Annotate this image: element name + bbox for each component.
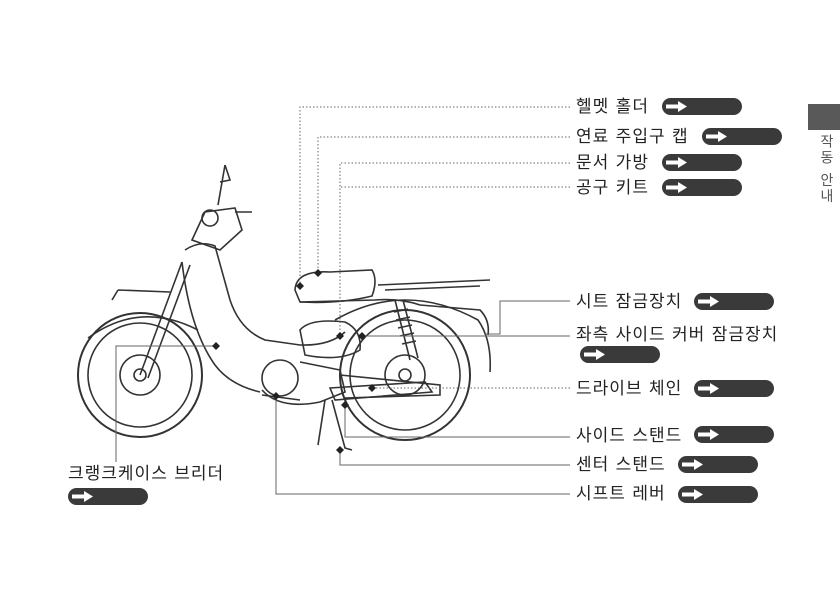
label-left-cover-lock: 좌측 사이드 커버 잠금장치 — [576, 325, 778, 345]
page-ref-crankcase-breather[interactable] — [68, 488, 148, 505]
label-helmet-holder: 헬멧 홀더 — [576, 97, 649, 117]
page-ref-center-stand[interactable] — [678, 456, 758, 473]
label-crankcase-breather: 크랭크케이스 브리더 — [68, 464, 224, 484]
arrow-right-icon — [705, 130, 729, 143]
label-fuel-cap: 연료 주입구 캡 — [576, 127, 689, 147]
page-ref-seat-lock[interactable] — [694, 293, 774, 310]
arrow-right-icon — [665, 156, 689, 169]
label-center-stand: 센터 스탠드 — [576, 455, 666, 475]
page-ref-left-cover-lock[interactable] — [580, 346, 660, 363]
label-drive-chain: 드라이브 체인 — [576, 379, 682, 399]
label-side-stand: 사이드 스탠드 — [576, 426, 682, 446]
section-tab-label: 작동 안내 — [810, 134, 836, 204]
page-ref-fuel-cap[interactable] — [702, 128, 782, 145]
arrow-right-icon — [665, 100, 689, 113]
page-ref-shift-lever[interactable] — [678, 486, 758, 503]
arrow-right-icon — [697, 382, 721, 395]
label-shift-lever: 시프트 레버 — [576, 484, 666, 504]
arrow-right-icon — [697, 295, 721, 308]
label-seat-lock: 시트 잠금장치 — [576, 292, 682, 312]
arrow-right-icon — [71, 490, 95, 503]
section-tab — [808, 104, 840, 130]
page-ref-document-bag[interactable] — [662, 154, 742, 171]
label-tool-kit: 공구 키트 — [576, 178, 649, 198]
motorcycle-illustration — [78, 165, 490, 450]
page-ref-helmet-holder[interactable] — [662, 98, 742, 115]
leader-lines — [300, 107, 570, 388]
arrow-right-icon — [665, 181, 689, 194]
arrow-right-icon — [583, 348, 607, 361]
page-ref-side-stand[interactable] — [694, 426, 774, 443]
label-document-bag: 문서 가방 — [576, 153, 649, 173]
page-ref-tool-kit[interactable] — [662, 179, 742, 196]
page-ref-drive-chain[interactable] — [694, 380, 774, 397]
arrow-right-icon — [681, 488, 705, 501]
arrow-right-icon — [681, 458, 705, 471]
arrow-right-icon — [697, 428, 721, 441]
